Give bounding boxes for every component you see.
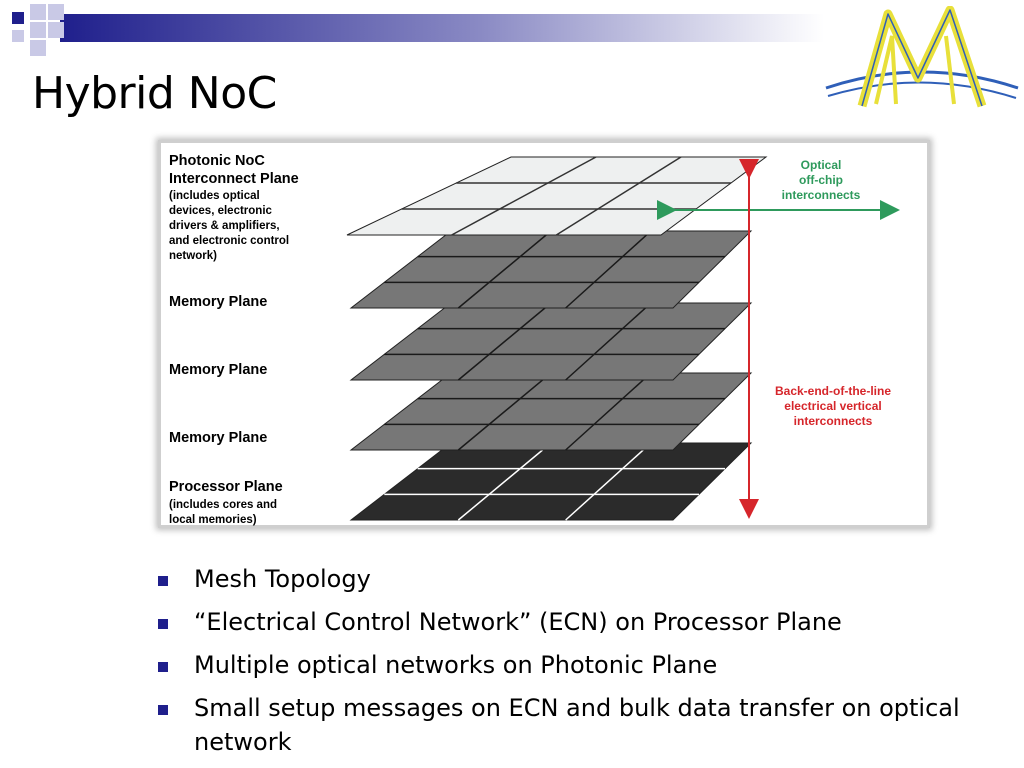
banner-square (30, 22, 46, 38)
slide-title: Hybrid NoC (32, 68, 277, 119)
noc-diagram-canvas: Photonic NoC Interconnect Plane (include… (169, 153, 900, 526)
svg-text:devices, electronic: devices, electronic (169, 205, 273, 217)
bullet-square-icon (158, 619, 168, 629)
svg-text:Back-end-of-the-line: Back-end-of-the-line (775, 384, 891, 398)
svg-text:(includes cores and: (includes cores and (169, 499, 277, 511)
optical-annotation: Optical off-chip interconnects (782, 158, 861, 202)
plane-processor (349, 442, 753, 521)
bullet-text: Small setup messages on ECN and bulk dat… (194, 694, 960, 756)
svg-text:interconnects: interconnects (794, 414, 873, 428)
plane-label-memory-1: Memory Plane (169, 294, 267, 310)
noc-diagram: Photonic NoC Interconnect Plane (include… (158, 140, 930, 528)
electrical-annotation: Back-end-of-the-line electrical vertical… (775, 384, 891, 428)
planes-layer (346, 156, 768, 521)
banner-square (12, 12, 24, 24)
bullet-item: “Electrical Control Network” (ECN) on Pr… (156, 605, 976, 639)
plane-label-memory-2: Memory Plane (169, 362, 267, 378)
banner-square (48, 4, 64, 20)
header-banner (12, 4, 824, 56)
svg-text:and electronic control: and electronic control (169, 235, 289, 247)
svg-text:interconnects: interconnects (782, 188, 861, 202)
bullet-square-icon (158, 705, 168, 715)
banner-gradient-bar (60, 14, 824, 42)
banner-square (12, 30, 24, 42)
bullet-square-icon (158, 576, 168, 586)
svg-text:local memories): local memories) (169, 514, 257, 526)
svg-text:network): network) (169, 250, 217, 262)
svg-text:electrical vertical: electrical vertical (784, 399, 881, 413)
bullet-text: Mesh Topology (194, 565, 371, 593)
svg-text:Photonic NoC: Photonic NoC (169, 153, 265, 169)
bullet-text: “Electrical Control Network” (ECN) on Pr… (194, 608, 842, 636)
banner-square (30, 4, 46, 20)
svg-text:off-chip: off-chip (799, 173, 843, 187)
plane-photonic (346, 156, 768, 236)
plane-memory-1 (349, 230, 753, 309)
plane-label-photonic: Photonic NoC Interconnect Plane (include… (169, 153, 299, 262)
svg-text:Processor Plane: Processor Plane (169, 479, 283, 495)
banner-square (48, 22, 64, 38)
svg-text:Interconnect Plane: Interconnect Plane (169, 171, 299, 187)
bridge-logo-icon (825, 6, 1019, 108)
plane-label-processor: Processor Plane (includes cores and loca… (169, 479, 283, 526)
svg-text:(includes optical: (includes optical (169, 190, 260, 202)
plane-memory-2 (349, 302, 753, 381)
bullet-list: Mesh Topology “Electrical Control Networ… (156, 562, 976, 768)
bullet-item: Multiple optical networks on Photonic Pl… (156, 648, 976, 682)
svg-text:Optical: Optical (801, 158, 842, 172)
bullet-item: Small setup messages on ECN and bulk dat… (156, 691, 976, 759)
bullet-text: Multiple optical networks on Photonic Pl… (194, 651, 718, 679)
plane-label-memory-3: Memory Plane (169, 430, 267, 446)
bullet-square-icon (158, 662, 168, 672)
banner-square (30, 40, 46, 56)
svg-text:drivers & amplifiers,: drivers & amplifiers, (169, 220, 280, 232)
plane-memory-3 (349, 372, 753, 451)
bullet-item: Mesh Topology (156, 562, 976, 596)
